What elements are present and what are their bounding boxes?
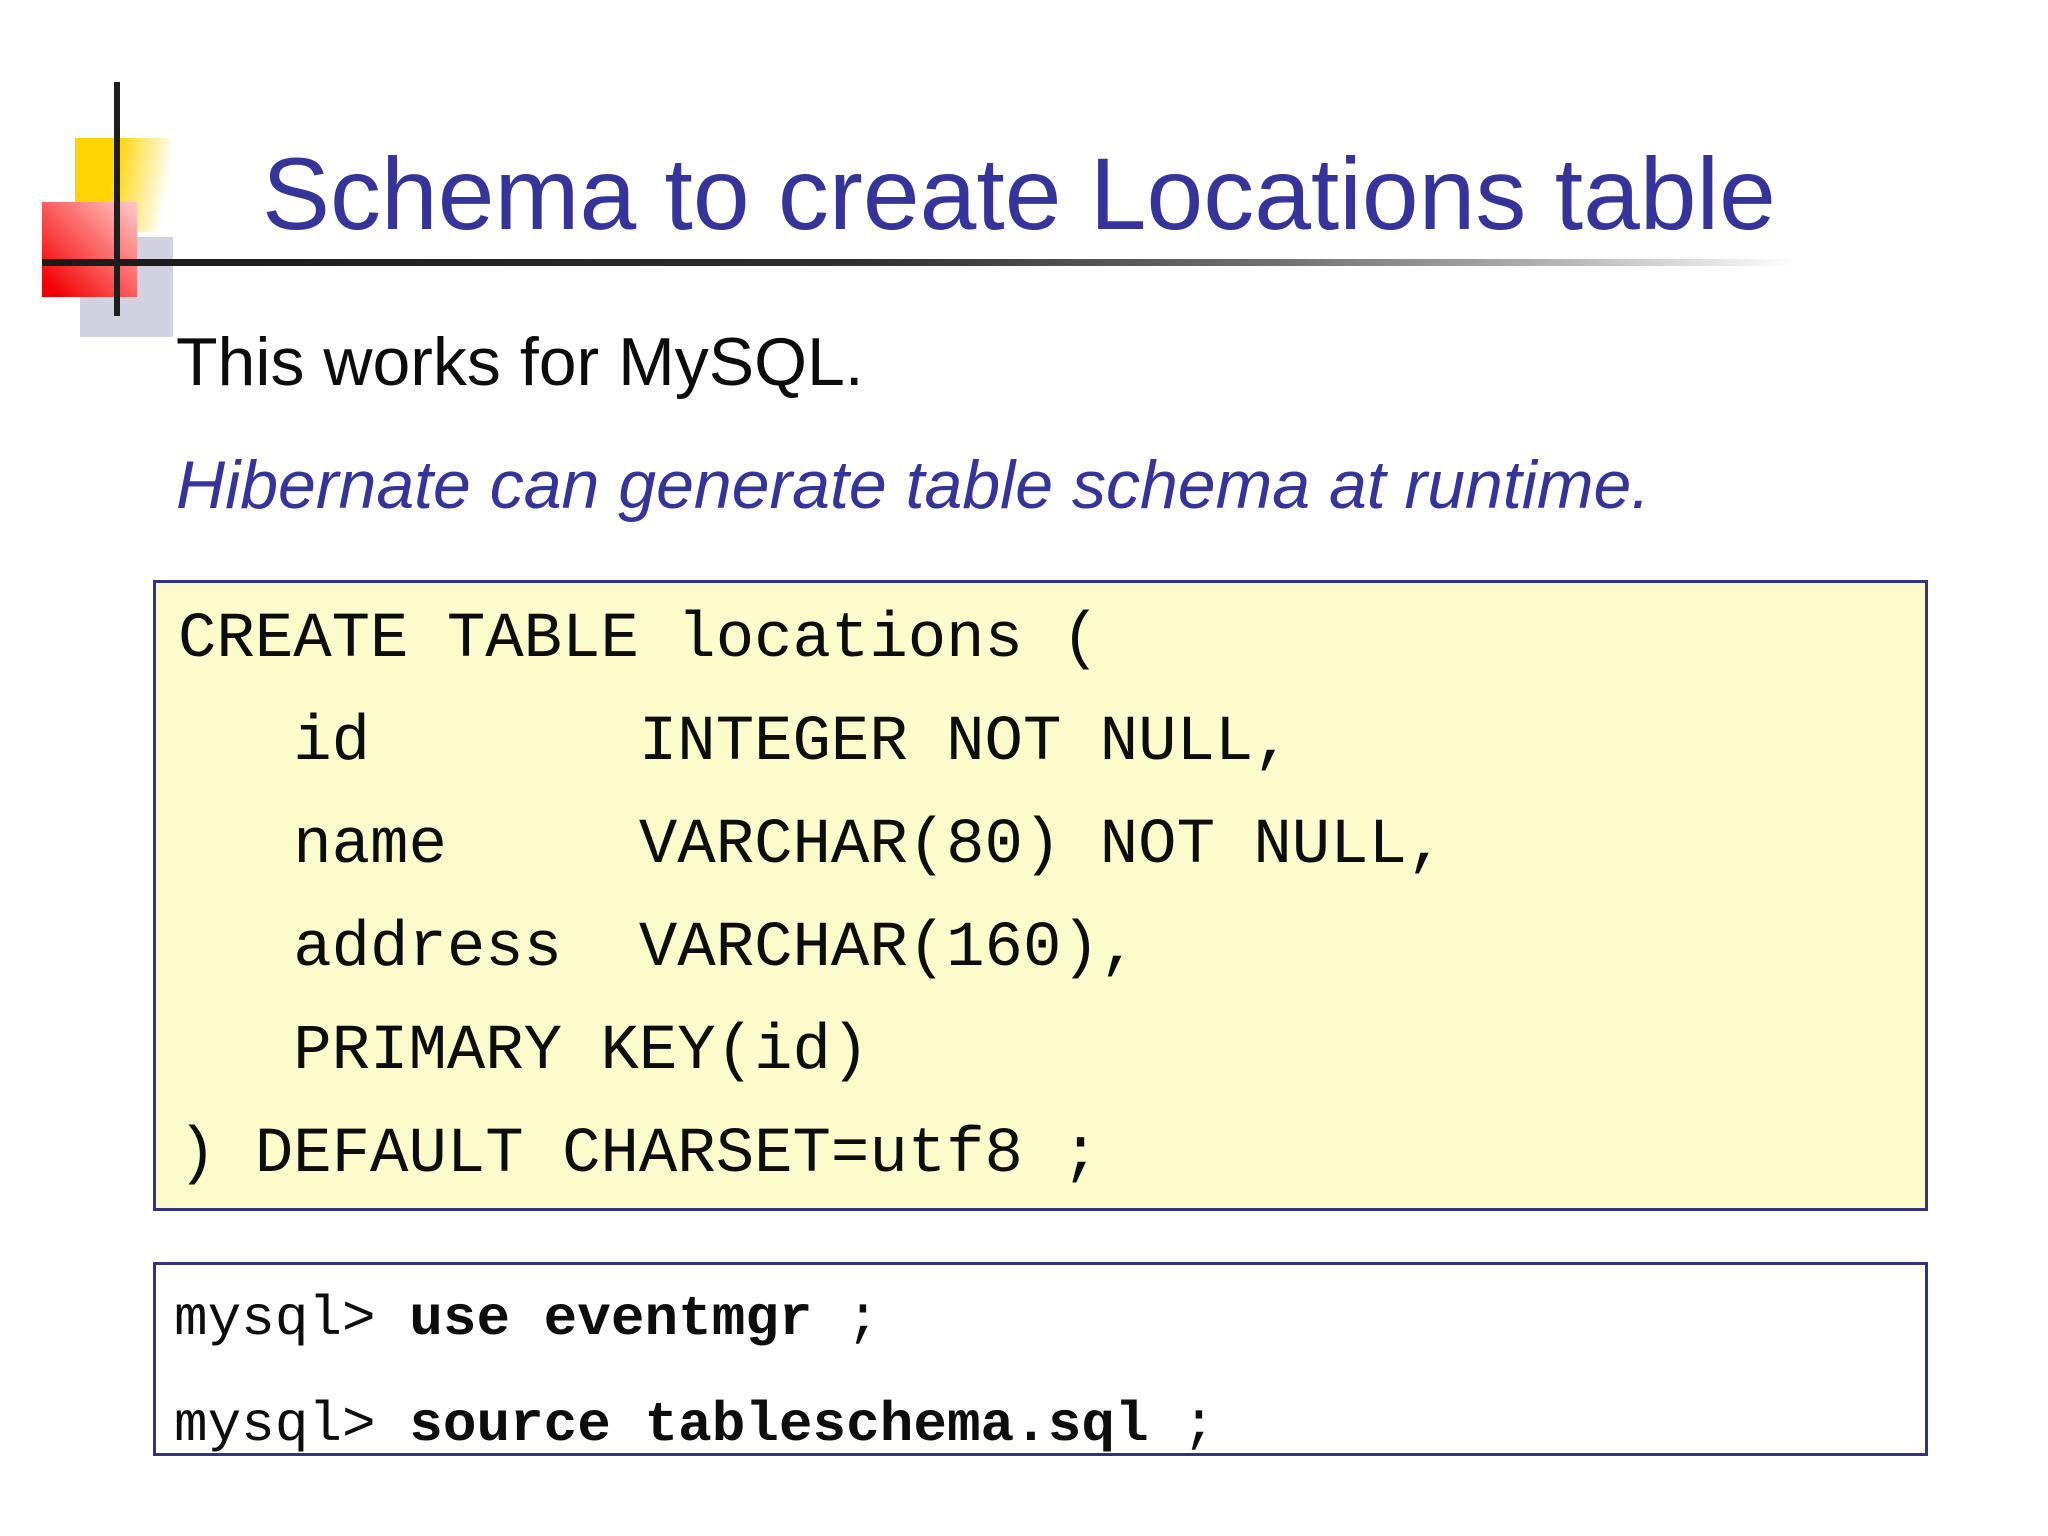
command-terminator: ; bbox=[1148, 1393, 1216, 1457]
sql-code-line: id INTEGER NOT NULL, bbox=[178, 707, 1292, 779]
command-terminator: ; bbox=[812, 1287, 880, 1351]
sql-code-line: name VARCHAR(80) NOT NULL, bbox=[178, 810, 1446, 882]
slide-title: Schema to create Locations table bbox=[262, 137, 1776, 251]
sql-code-box: CREATE TABLE locations ( id INTEGER NOT … bbox=[153, 580, 1928, 1211]
sql-code-line: ) DEFAULT CHARSET=utf8 ; bbox=[178, 1119, 1100, 1191]
decor-red-square bbox=[42, 202, 137, 297]
sql-code-line: PRIMARY KEY(id) bbox=[178, 1016, 870, 1088]
mysql-prompt: mysql> bbox=[174, 1393, 410, 1457]
terminal-line: mysql> source tableschema.sql ; bbox=[174, 1372, 1925, 1478]
sql-code-line: CREATE TABLE locations ( bbox=[178, 604, 1100, 676]
mysql-prompt: mysql> bbox=[174, 1287, 410, 1351]
subtitle-text: This works for MySQL. bbox=[176, 324, 864, 400]
decor-vertical-line bbox=[114, 82, 120, 316]
mysql-command: source tableschema.sql bbox=[409, 1393, 1149, 1457]
title-divider-line bbox=[42, 259, 1852, 266]
terminal-line: mysql> use eventmgr ; bbox=[174, 1266, 1925, 1372]
mysql-command: use eventmgr bbox=[409, 1287, 813, 1351]
note-text: Hibernate can generate table schema at r… bbox=[176, 447, 1651, 523]
mysql-terminal-box: mysql> use eventmgr ; mysql> source tabl… bbox=[153, 1262, 1928, 1457]
sql-code-line: address VARCHAR(160), bbox=[178, 913, 1139, 985]
